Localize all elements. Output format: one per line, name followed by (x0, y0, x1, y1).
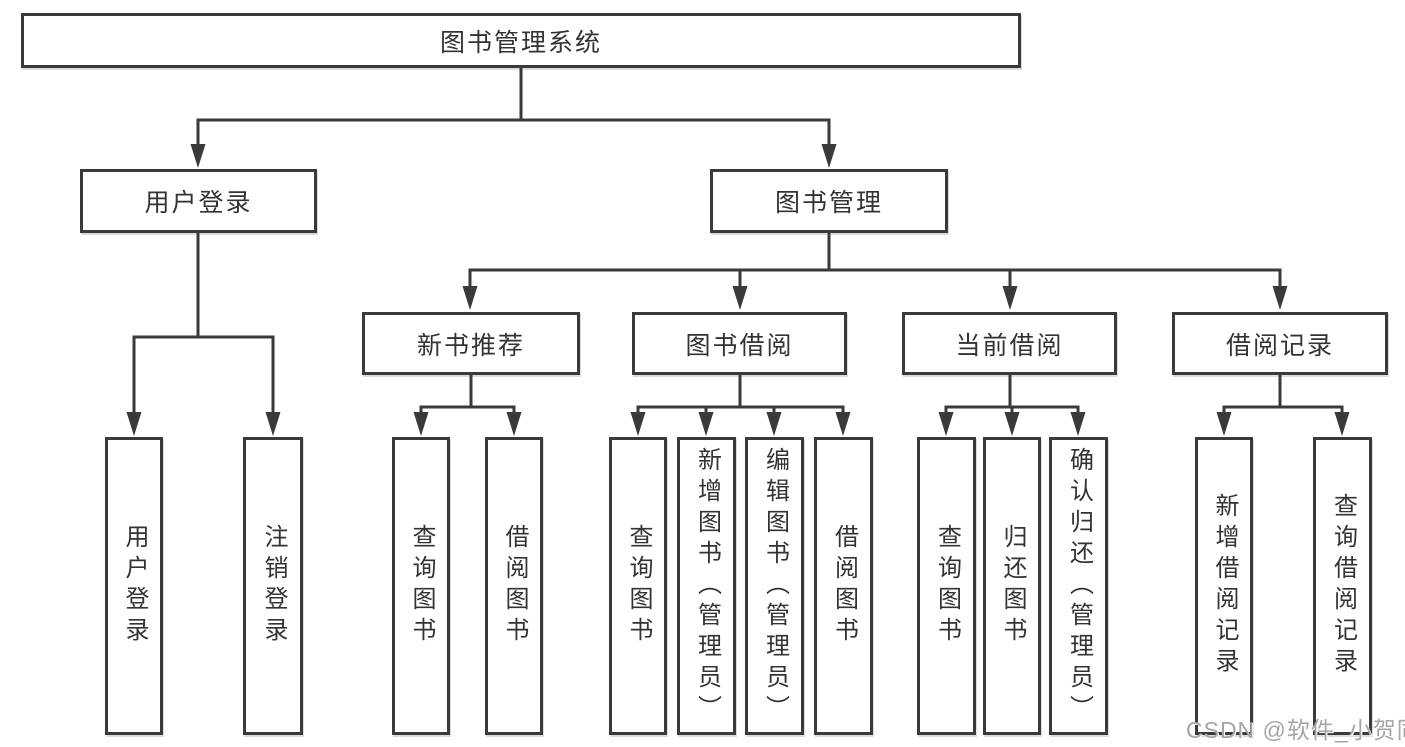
leaf-add-borrow-record-label: 新增借阅记录 (1211, 493, 1238, 679)
leaf-query-books-current-label: 查询图书 (933, 524, 961, 648)
node-new-book-recommend: 新书推荐 (362, 312, 580, 375)
arrowheads (126, 144, 1350, 436)
leaf-user-login-label: 用户登录 (121, 524, 148, 648)
node-new-book-recommend-label: 新书推荐 (416, 331, 525, 360)
leaf-query-books-borrowing: 查询图书 (609, 437, 667, 735)
watermark: CSDN @软件_小贺同学 (1186, 717, 1405, 743)
leaf-borrow-books-borrowing-label: 借阅图书 (830, 524, 858, 648)
leaf-query-borrow-record-label: 查询借阅记录 (1329, 493, 1357, 679)
node-borrowing-records: 借阅记录 (1172, 312, 1388, 375)
leaf-query-books-newbooks: 查询图书 (392, 437, 450, 735)
leaf-borrow-books-newbooks-label: 借阅图书 (501, 524, 528, 648)
leaf-add-book-admin: 新增图书（管理员） (677, 437, 736, 735)
leaf-borrow-books-newbooks: 借阅图书 (485, 437, 543, 735)
leaf-add-book-admin-label: 新增图书（管理员） (693, 446, 721, 726)
leaf-user-login: 用户登录 (105, 437, 163, 735)
node-book-management-label: 图书管理 (774, 189, 883, 217)
node-borrowing-records-label: 借阅记录 (1225, 331, 1334, 360)
leaf-query-books-newbooks-label: 查询图书 (408, 524, 435, 648)
leaf-confirm-return-admin: 确认归还（管理员） (1049, 437, 1108, 735)
leaf-borrow-books-borrowing: 借阅图书 (814, 437, 873, 735)
node-current-borrowing-label: 当前借阅 (955, 331, 1064, 360)
node-root: 图书管理系统 (21, 13, 1021, 68)
node-current-borrowing: 当前借阅 (902, 312, 1117, 375)
node-user-login-label: 用户登录 (144, 189, 253, 217)
leaf-add-borrow-record: 新增借阅记录 (1195, 437, 1253, 735)
leaf-query-books-borrowing-label: 查询图书 (625, 524, 652, 648)
leaf-return-books-label: 归还图书 (999, 524, 1026, 648)
node-root-label: 图书管理系统 (439, 28, 602, 57)
leaf-confirm-return-admin-label: 确认归还（管理员） (1065, 446, 1093, 726)
node-user-login: 用户登录 (80, 169, 317, 233)
leaf-return-books: 归还图书 (983, 437, 1041, 735)
leaf-logout-label: 注销登录 (260, 524, 287, 648)
node-book-borrowing-label: 图书借阅 (685, 331, 794, 360)
leaf-query-borrow-record: 查询借阅记录 (1313, 437, 1372, 735)
leaf-edit-book-admin: 编辑图书（管理员） (745, 437, 804, 735)
leaf-query-books-current: 查询图书 (917, 437, 976, 735)
node-book-borrowing: 图书借阅 (632, 312, 847, 375)
node-book-management: 图书管理 (710, 169, 948, 233)
leaf-logout: 注销登录 (243, 437, 303, 735)
leaf-edit-book-admin-label: 编辑图书（管理员） (761, 446, 789, 726)
